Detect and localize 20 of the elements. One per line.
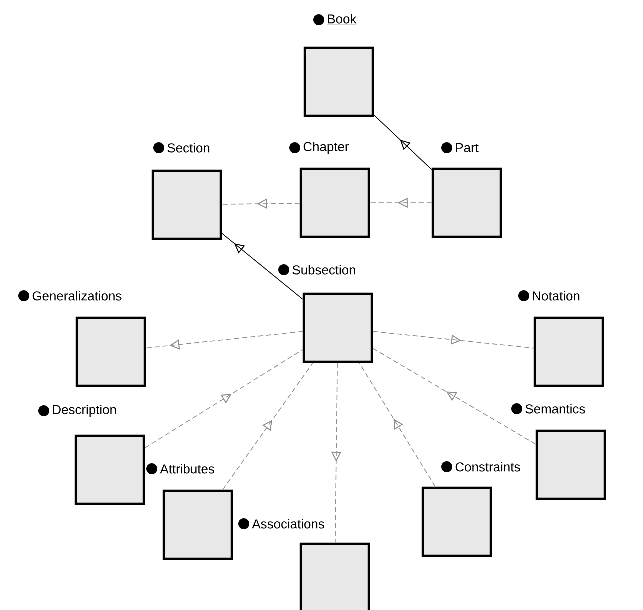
arrow (144, 349, 304, 449)
class-name: Book (327, 14, 357, 26)
class-name: Chapter (304, 142, 350, 154)
class-name: Attributes (160, 464, 214, 474)
class-name: Notation (533, 291, 580, 301)
arrow (374, 114, 432, 170)
class-name: Associations (252, 519, 324, 529)
arrow (222, 362, 314, 490)
class-name: Semantics (526, 404, 586, 414)
arrow (359, 362, 436, 488)
arrow (146, 331, 304, 350)
class-name: Description (53, 404, 116, 418)
arrow (372, 348, 536, 445)
arrow (222, 233, 304, 300)
class-name: Generalizations (32, 291, 122, 301)
class-name: Constraints (456, 462, 520, 472)
class-name: Subsection (292, 265, 356, 275)
arrow (372, 331, 534, 349)
class-name: Part (456, 143, 479, 153)
class-name: Section (168, 143, 210, 153)
